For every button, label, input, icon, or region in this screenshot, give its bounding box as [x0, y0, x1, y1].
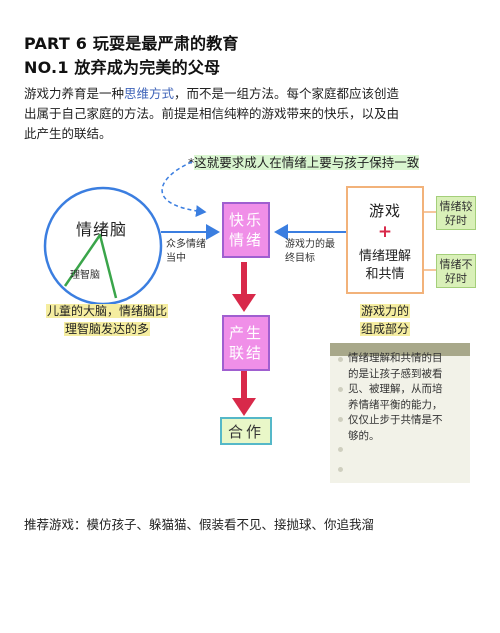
rational-brain-label: 理智脑	[70, 270, 100, 281]
left-flow-note-line-2: 当中	[166, 253, 186, 264]
connection-to-cooperation-arrow	[232, 370, 256, 416]
notepad-header-bar	[330, 343, 470, 356]
connection-line-1: 产生	[228, 324, 263, 342]
right-flow-note: 游戏力的最 终目标	[285, 238, 335, 266]
components-box: 游戏 + 情绪理解 和共情	[346, 186, 424, 294]
joy-to-connection-arrow	[232, 262, 256, 312]
empathy-line-2: 和共情	[365, 267, 405, 282]
section-title: NO.1 放弃成为完美的父母	[24, 58, 221, 77]
components-caption-line-2: 组成部分	[359, 322, 410, 336]
right-flow-note-line-1: 游戏力的最	[285, 239, 335, 250]
part-title: PART 6 玩耍是最严肃的教育	[24, 34, 239, 53]
bad-mood-line-1: 情绪不	[439, 258, 473, 271]
recommended-games: 推荐游戏：模仿孩子、躲猫猫、假装看不见、接抛球、你追我溜	[24, 517, 375, 532]
joy-line-2: 情绪	[228, 231, 263, 249]
emotional-brain-label: 情绪脑	[76, 220, 128, 239]
good-mood-line-2: 好时	[445, 214, 467, 227]
notepad-line: 养情绪平衡的能力，	[348, 398, 443, 411]
rational-brain-wedge	[63, 233, 118, 299]
joy-emotion-box: 快乐 情绪	[222, 202, 270, 258]
intro-line-2: 出属于自己家庭的方法。前提是相信纯粹的游戏带来的快乐，以及由	[24, 106, 400, 121]
cooperation-box: 合作	[220, 417, 272, 445]
intro-line-3: 此产生的联结。	[24, 126, 112, 141]
good-mood-tag: 情绪较 好时	[436, 196, 476, 230]
notepad-card: 情绪理解和共情的目 的是让孩子感到被看 见、被理解，从而培 养情绪平衡的能力， …	[330, 343, 470, 483]
good-mood-line-1: 情绪较	[439, 200, 473, 213]
notepad-dot	[338, 467, 343, 472]
notepad-line: 够的。	[348, 429, 380, 442]
dashed-note-arrow	[161, 161, 207, 217]
plus-sign: +	[377, 222, 393, 242]
notepad-line: 见、被理解，从而培	[348, 383, 443, 395]
game-label: 游戏	[368, 202, 401, 220]
right-flow-note-line-2: 终目标	[285, 253, 315, 264]
bad-mood-tag: 情绪不 好时	[436, 254, 476, 288]
brain-caption: 儿童的大脑，情绪脑比 理智脑发达的多	[32, 302, 182, 338]
cooperation-label: 合作	[227, 422, 264, 441]
empathy-line-1: 情绪理解	[358, 249, 411, 264]
components-caption-line-1: 游戏力的	[359, 304, 410, 318]
components-caption: 游戏力的 组成部分	[345, 302, 425, 338]
intro-paragraph: 游戏力养育是一种思维方式，而不是一组方法。每个家庭都应该创造 出属于自己家庭的方…	[24, 84, 476, 144]
intro-highlight: 思维方式	[124, 86, 175, 101]
top-note-text: 这就要求成人在情绪上要与孩子保持一致	[194, 155, 420, 170]
left-flow-note-line-1: 众多情绪	[166, 239, 206, 250]
notepad-dot	[338, 417, 343, 422]
empathy-label: 情绪理解 和共情	[348, 248, 422, 284]
bad-mood-line-2: 好时	[445, 272, 467, 285]
intro-line-1: 游戏力养育是一种思维方式，而不是一组方法。每个家庭都应该创造	[24, 84, 476, 104]
brain-caption-line-1: 儿童的大脑，情绪脑比	[45, 304, 168, 318]
notepad-line: 仅仅止步于共情是不	[348, 414, 443, 426]
notepad-dot	[338, 447, 343, 452]
intro-text: 游戏力养育是一种	[24, 86, 125, 101]
notepad-line: 的是让孩子感到被看	[348, 367, 443, 380]
left-flow-note: 众多情绪 当中	[166, 238, 206, 266]
brain-caption-line-2: 理智脑发达的多	[63, 322, 150, 336]
notepad-dot	[338, 387, 343, 392]
notepad-line: 情绪理解和共情的目	[348, 352, 443, 364]
connection-line-2: 联结	[228, 344, 263, 362]
notepad-dot	[338, 357, 343, 362]
joy-line-1: 快乐	[228, 211, 263, 229]
notepad-text: 情绪理解和共情的目 的是让孩子感到被看 见、被理解，从而培 养情绪平衡的能力， …	[348, 351, 466, 444]
intro-text: ，而不是一组方法。每个家庭都应该创造	[174, 86, 400, 101]
top-note: *这就要求成人在情绪上要与孩子保持一致	[188, 152, 420, 171]
connection-box: 产生 联结	[222, 315, 270, 371]
